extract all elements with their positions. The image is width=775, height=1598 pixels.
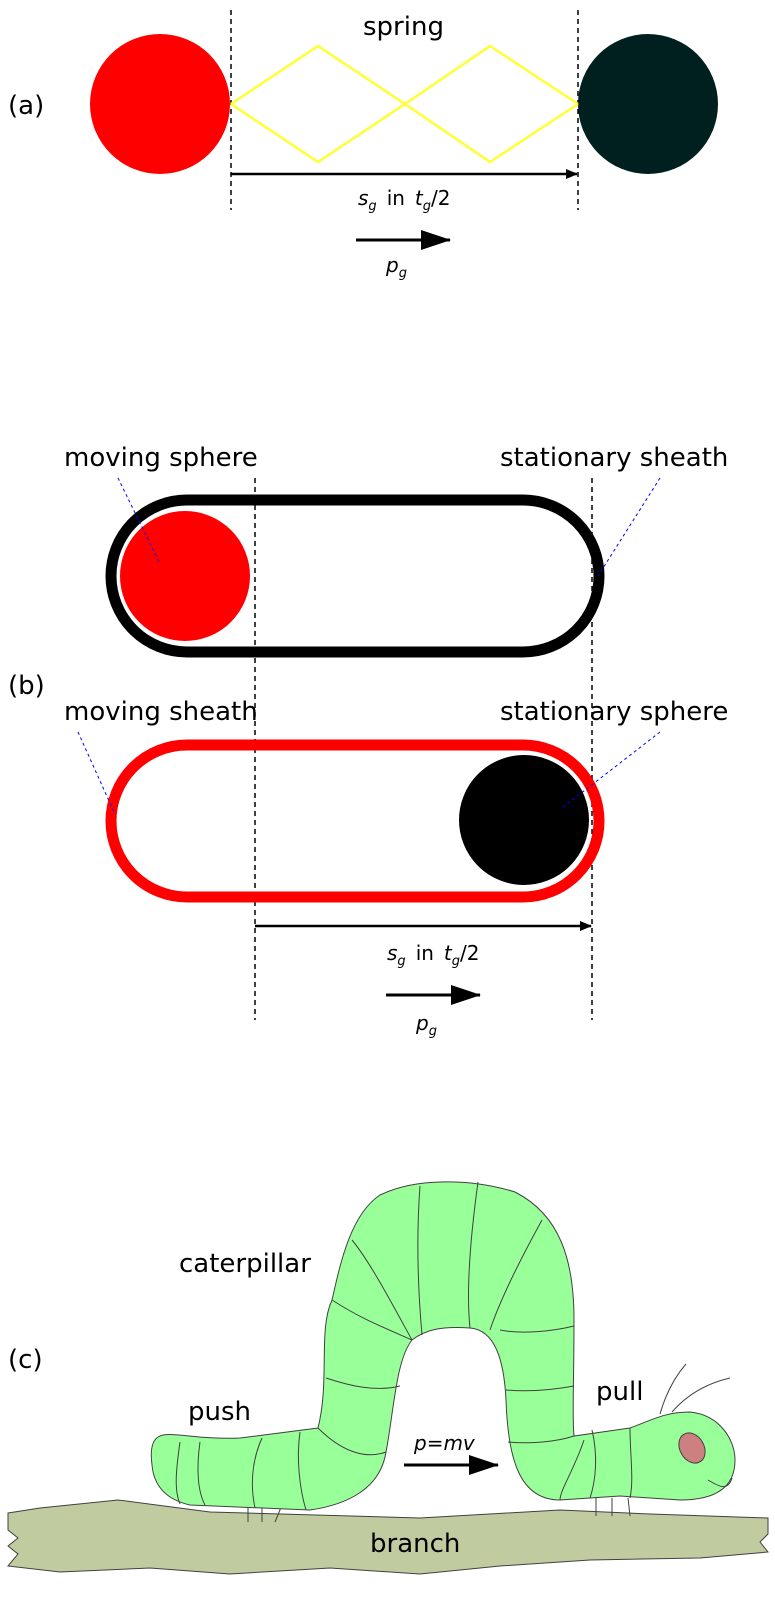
push-label: push <box>188 1397 251 1427</box>
spring-label: spring <box>363 12 444 42</box>
caterpillar-label: caterpillar <box>179 1249 311 1279</box>
red-sphere <box>90 34 230 174</box>
moving-sheath-label: moving sheath <box>64 697 258 727</box>
panel-b: (b) moving sphere stationary sheath movi… <box>8 443 728 1039</box>
stationary-sphere-label: stationary sphere <box>500 697 728 727</box>
leader-moving-sheath <box>78 732 114 812</box>
momentum-label: p=mv <box>413 1431 476 1455</box>
panel-b-marker: (b) <box>8 671 45 701</box>
panel-c-marker: (c) <box>8 1345 43 1375</box>
panel-c: (c) caterpillar push pull branch <box>8 1182 768 1574</box>
panel-a-marker: (a) <box>8 91 44 121</box>
momentum-label: pg <box>385 253 407 281</box>
spring-zigzag-lower <box>231 104 578 162</box>
branch-label: branch <box>370 1529 460 1559</box>
momentum-label: pg <box>415 1011 437 1039</box>
caterpillar-body <box>151 1182 735 1510</box>
dark-sphere <box>578 34 718 174</box>
pull-label: pull <box>596 1377 643 1407</box>
moving-sphere <box>119 510 251 642</box>
stationary-sphere <box>458 754 590 886</box>
spring-zigzag-upper <box>231 46 578 104</box>
stationary-sheath-label: stationary sheath <box>500 443 728 473</box>
moving-sphere-label: moving sphere <box>64 443 258 473</box>
leader-stationary-sheath <box>598 478 660 576</box>
